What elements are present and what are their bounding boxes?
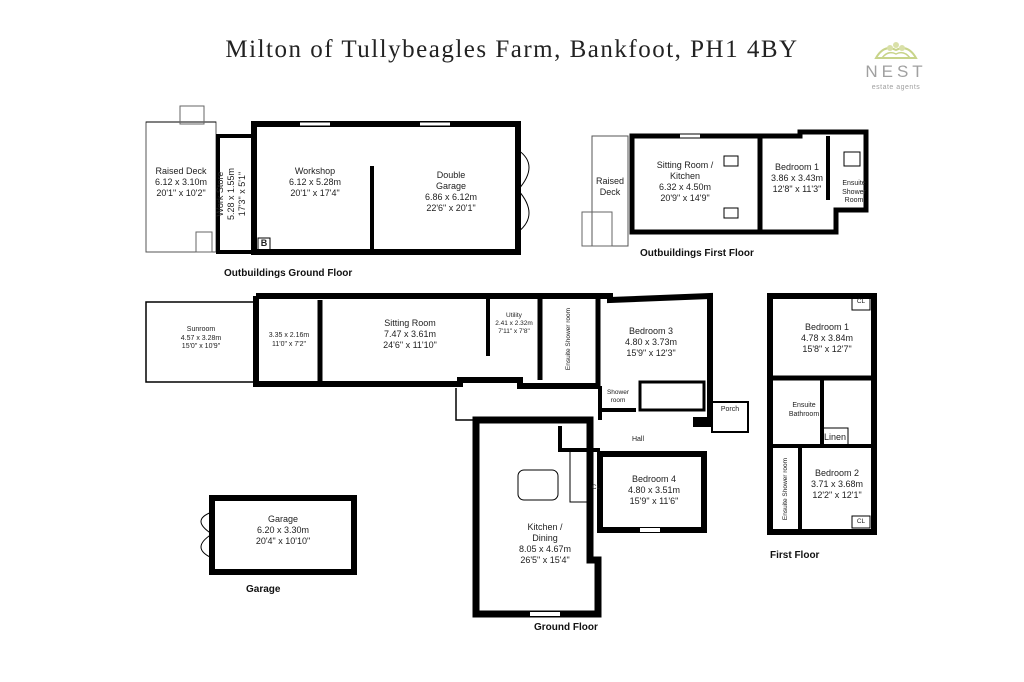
floor-label-first: First Floor bbox=[770, 550, 820, 561]
ground-floor-walls bbox=[145, 292, 749, 618]
floor-label-garage: Garage bbox=[246, 584, 281, 595]
plan-title: Milton of Tullybeagles Farm, Bankfoot, P… bbox=[225, 36, 799, 63]
room-linen: Linen bbox=[823, 432, 847, 442]
room-ensuite-ground: Ensuite Shower room bbox=[565, 307, 572, 371]
garage-walls bbox=[200, 495, 357, 575]
nest-logo-icon bbox=[874, 42, 918, 59]
room-porch: Porch bbox=[720, 406, 740, 413]
floor-label-ground: Ground Floor bbox=[534, 622, 598, 633]
logo-tagline: estate agents bbox=[871, 84, 921, 91]
outbuildings-ground-walls bbox=[145, 105, 530, 255]
first-floor-walls bbox=[767, 293, 877, 535]
closet-label-first-bottom: CL bbox=[856, 518, 866, 525]
room-hall: Hall bbox=[631, 436, 645, 443]
closet-label-first-top: CL bbox=[856, 298, 866, 305]
room-ensuite-shower-first: Ensuite Shower room bbox=[782, 457, 789, 521]
closet-label-ground: CL bbox=[591, 484, 601, 491]
floor-label-outbuildings-first: Outbuildings First Floor bbox=[640, 248, 754, 259]
boiler-label: B bbox=[260, 238, 268, 248]
outbuildings-first-walls bbox=[581, 129, 869, 247]
logo-name: NEST bbox=[865, 62, 927, 81]
floor-label-outbuildings-ground: Outbuildings Ground Floor bbox=[224, 268, 353, 279]
